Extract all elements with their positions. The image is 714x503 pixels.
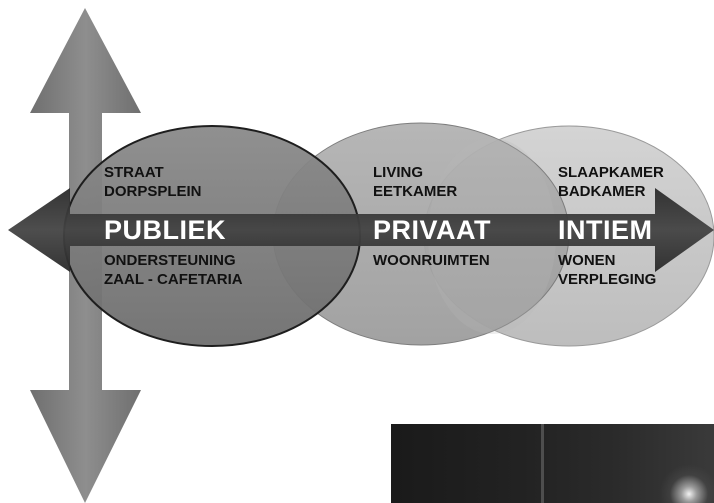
- photo-light-streak: [541, 424, 544, 503]
- horizontal-double-arrow: [8, 188, 714, 272]
- intiem-title: INTIEM: [558, 215, 653, 245]
- publiek-top-label-2: DORPSPLEIN: [104, 183, 202, 200]
- privaat-title: PRIVAAT: [373, 215, 491, 245]
- publiek-bottom-label-2: ZAAL - CAFETARIA: [104, 271, 243, 288]
- publiek-title: PUBLIEK: [104, 215, 227, 245]
- privaat-top-label-2: EETKAMER: [373, 183, 458, 200]
- publiek-top-label-1: STRAAT: [104, 164, 164, 181]
- intiem-top-label-1: SLAAPKAMER: [558, 164, 664, 181]
- privaat-bottom-label-1: WOONRUIMTEN: [373, 252, 490, 269]
- privaat-top-label-1: LIVING: [373, 164, 424, 181]
- photo-light-glow: [659, 464, 714, 503]
- intiem-bottom-label-2: VERPLEGING: [558, 271, 657, 288]
- intiem-top-label-2: BADKAMER: [558, 183, 646, 200]
- intiem-bottom-label-1: WONEN: [558, 252, 616, 269]
- night-photo-thumbnail: [391, 424, 714, 503]
- publiek-bottom-label-1: ONDERSTEUNING: [104, 252, 236, 269]
